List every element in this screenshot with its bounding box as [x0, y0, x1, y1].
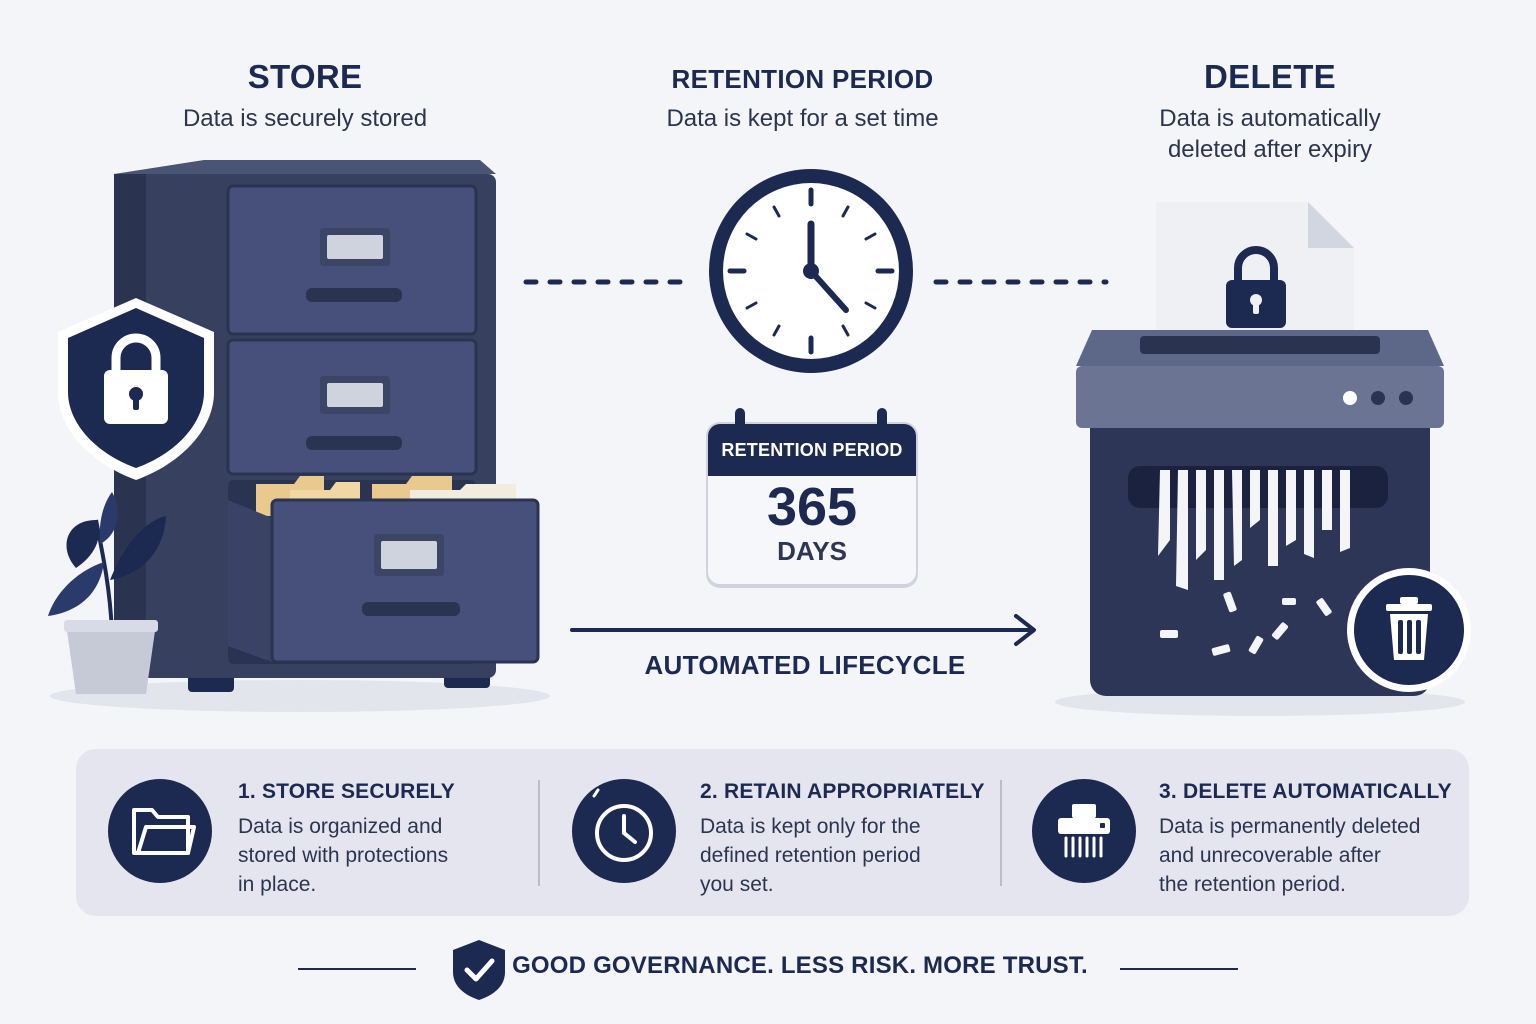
step-description: Data is permanently deleted and unrecove…	[1159, 815, 1421, 896]
trash-icon	[1347, 568, 1471, 692]
step-retain-appropriately: 2. RETAIN APPROPRIATELY Data is kept onl…	[700, 780, 990, 899]
delete-subtitle-line2: deleted after expiry	[1167, 136, 1373, 163]
footer-tagline: GOOD GOVERNANCE. LESS RISK. MORE TRUST.	[512, 952, 1088, 979]
retention-subtitle: Data is kept for a set time	[666, 105, 939, 132]
step-description: Data is kept only for the defined retent…	[700, 815, 921, 896]
step-title: 3. DELETE AUTOMATICALLY	[1159, 780, 1452, 803]
step-delete-automatically: 3. DELETE AUTOMATICALLY Data is permanen…	[1159, 780, 1459, 899]
retention-days-unit: DAYS	[777, 536, 847, 566]
calendar-icon	[706, 408, 918, 588]
clock-icon	[572, 779, 676, 883]
shield-check-icon	[453, 940, 505, 1000]
delete-subtitle-line1: Data is automatically	[1159, 105, 1381, 132]
step-description: Data is organized and stored with protec…	[238, 815, 449, 896]
automated-lifecycle-label: AUTOMATED LIFECYCLE	[644, 650, 966, 680]
shredded-paper-strips	[1158, 470, 1350, 656]
retention-days-number: 365	[766, 477, 858, 537]
plant-decoration	[48, 492, 166, 694]
shredder-icon	[1032, 779, 1136, 883]
retention-title: RETENTION PERIOD	[671, 64, 934, 94]
clock-icon	[709, 169, 913, 373]
store-subtitle: Data is securely stored	[182, 105, 428, 132]
cabinet-floor-shadow	[50, 680, 550, 712]
step-store-securely: 1. STORE SECURELY Data is organized and …	[238, 780, 528, 899]
step-title: 2. RETAIN APPROPRIATELY	[700, 780, 985, 803]
step-title: 1. STORE SECURELY	[238, 780, 455, 803]
delete-title: DELETE	[1204, 58, 1336, 95]
store-title: STORE	[247, 58, 363, 95]
shield-lock-icon	[58, 298, 214, 480]
calendar-header-label: RETENTION PERIOD	[721, 439, 903, 460]
folder-icon	[108, 779, 212, 883]
filing-cabinet-illustration	[114, 160, 540, 692]
lifecycle-arrow	[570, 614, 1036, 646]
steps-panel	[76, 749, 1469, 916]
